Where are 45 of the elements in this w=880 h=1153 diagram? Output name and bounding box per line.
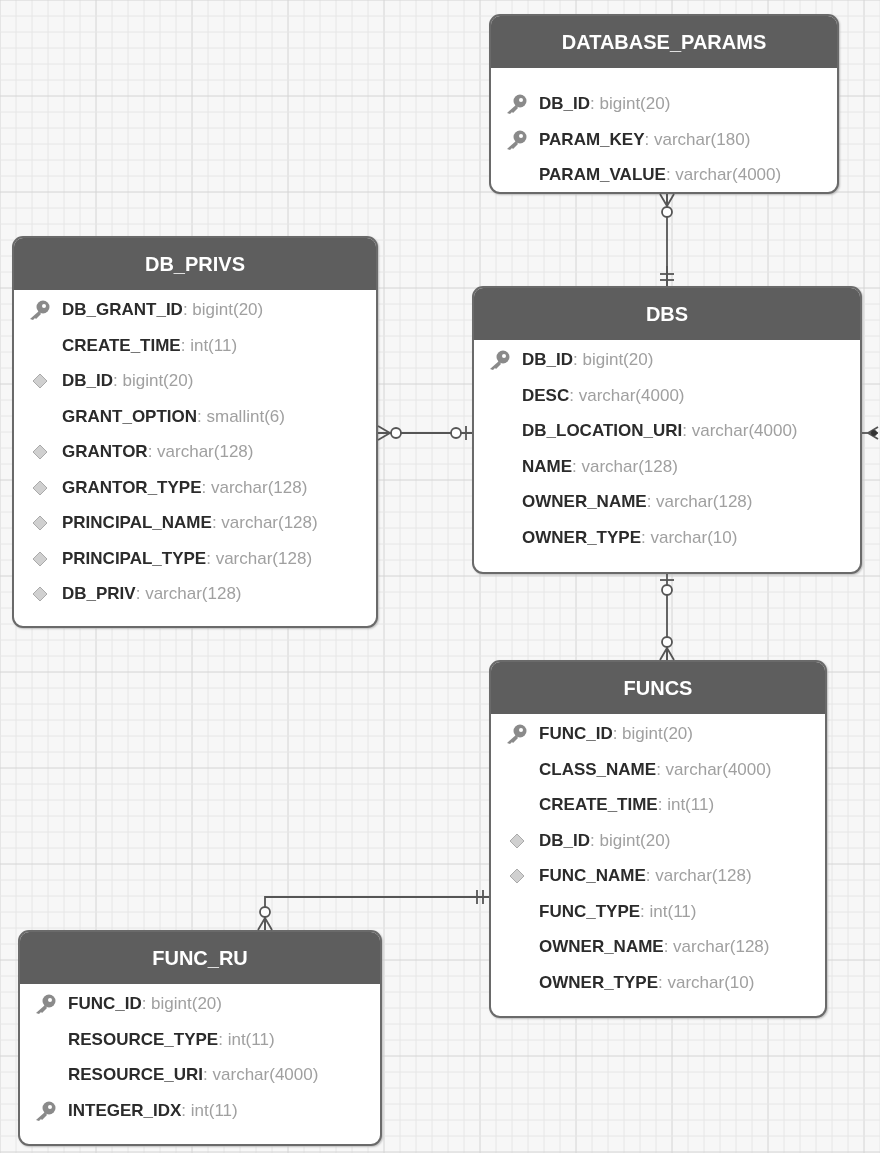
column-field: FUNC_TYPE: int(11) [539, 901, 697, 922]
column-field: DB_ID: bigint(20) [539, 94, 671, 114]
column-field: CREATE_TIME: int(11) [62, 335, 238, 356]
relationship-line [377, 425, 473, 441]
entity-table [12, 236, 378, 628]
column-field: RESOURCE_TYPE: int(11) [68, 1029, 275, 1050]
column-field: FUNC_NAME: varchar(128) [539, 866, 752, 886]
column-field: DB_ID: bigint(20) [62, 371, 194, 391]
entity-table [18, 930, 382, 1146]
relationship-line [659, 573, 675, 661]
table-header: FUNC_RU [20, 932, 380, 984]
column-field: GRANTOR_TYPE: varchar(128) [62, 477, 308, 498]
relationship-line [659, 193, 675, 287]
table-header: DATABASE_PARAMS [491, 16, 837, 68]
column-field: OWNER_TYPE: varchar(10) [522, 527, 738, 548]
column-field: CLASS_NAME: varchar(4000) [539, 759, 772, 780]
column-field: INTEGER_IDX: int(11) [68, 1100, 238, 1121]
column-field: OWNER_NAME: varchar(128) [539, 937, 770, 957]
column-field: GRANT_OPTION: smallint(6) [62, 406, 285, 427]
entity-table [489, 14, 839, 194]
column-field: DB_ID: bigint(20) [539, 830, 671, 851]
table-header: FUNCS [491, 662, 825, 714]
column-field: OWNER_NAME: varchar(128) [522, 492, 753, 512]
relationship-line [257, 889, 490, 931]
column-field: NAME: varchar(128) [522, 456, 678, 477]
column-field: DB_GRANT_ID: bigint(20) [62, 300, 264, 320]
column-field: DESC: varchar(4000) [522, 385, 685, 406]
entity-table [472, 286, 862, 574]
column-field: GRANTOR: varchar(128) [62, 442, 254, 462]
column-field: PRINCIPAL_NAME: varchar(128) [62, 513, 318, 533]
column-field: DB_LOCATION_URI: varchar(4000) [522, 421, 798, 441]
table-header: DB_PRIVS [14, 238, 376, 290]
column-field: DB_ID: bigint(20) [522, 350, 654, 370]
column-field: CREATE_TIME: int(11) [539, 795, 715, 815]
column-field: RESOURCE_URI: varchar(4000) [68, 1065, 319, 1085]
column-field: DB_PRIV: varchar(128) [62, 584, 242, 604]
column-field: PRINCIPAL_TYPE: varchar(128) [62, 548, 313, 569]
column-field: PARAM_VALUE: varchar(4000) [539, 165, 782, 185]
column-field: FUNC_ID: bigint(20) [539, 724, 693, 744]
column-field: PARAM_KEY: varchar(180) [539, 129, 751, 150]
relationship-line [861, 426, 879, 440]
column-field: OWNER_TYPE: varchar(10) [539, 972, 755, 993]
table-header: DBS [474, 288, 860, 340]
column-field: FUNC_ID: bigint(20) [68, 994, 222, 1014]
entity-table [489, 660, 827, 1018]
